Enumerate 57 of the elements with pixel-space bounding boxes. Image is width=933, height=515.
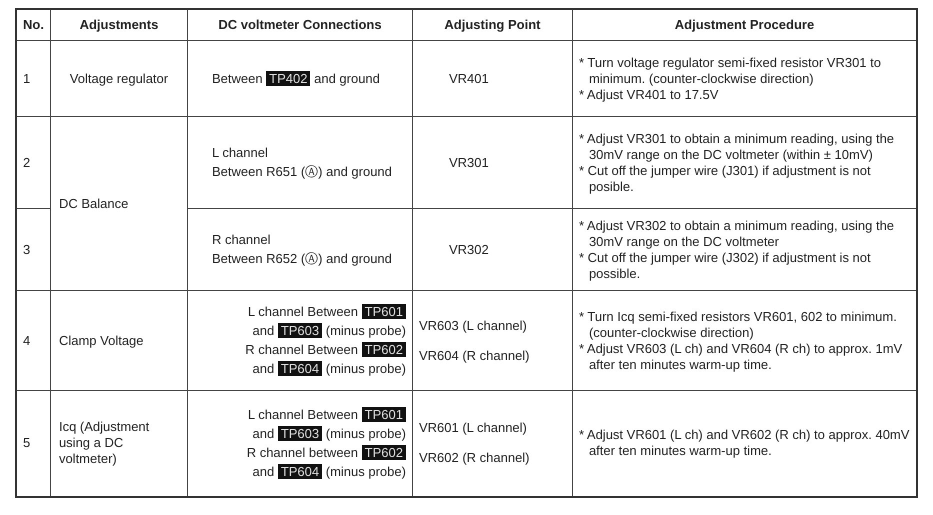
adjusting-point: VR301 [448, 154, 489, 170]
adjusting-point: VR302 [448, 242, 489, 256]
connection-text: L channel Between [248, 406, 358, 422]
procedure-step: * Adjust VR301 to obtain a minimum reading, using the 30mV range on the DC voltmeter (within ± 10mV) [578, 130, 910, 162]
procedure-step: * Turn voltage regulator semi-fixed resistor VR301 to minimum. (counter-clockwise direction) [578, 54, 910, 86]
connection-text: Between [212, 70, 263, 86]
connection-text: and ground [314, 70, 380, 86]
connection-text: R channel Between [245, 342, 358, 357]
adjusting-point: VR602 (R channel) [418, 450, 530, 466]
row-number: 3 [23, 242, 30, 256]
procedure-step: * Adjust VR401 to 17.5V [578, 86, 910, 102]
adjusting-point: VR401 [448, 70, 489, 86]
test-point-label: TP601 [362, 406, 406, 422]
row-number: 4 [23, 332, 30, 348]
column-header: DC voltmeter Connections [218, 17, 382, 32]
test-point-label: TP604 [278, 361, 322, 376]
connection-text: L channel [212, 145, 268, 160]
column-header: Adjustments [80, 17, 158, 32]
connection-text: and [252, 464, 274, 479]
connection-text: (minus probe) [326, 464, 406, 479]
row-number: 1 [23, 70, 30, 86]
connection-text: Between R651 (Ⓐ) and ground [212, 164, 392, 179]
adjusting-point: VR601 (L channel) [418, 420, 527, 436]
procedure-step: * Adjust VR302 to obtain a minimum reading, using the 30mV range on the DC voltmeter [578, 218, 910, 250]
test-point-label: TP602 [362, 444, 406, 460]
adjustment-name: Voltage regulator [70, 70, 168, 86]
procedure-step: * Cut off the jumper wire (J302) if adjustment is not possible. [578, 250, 910, 282]
connection-text: L channel Between [248, 304, 358, 319]
connection-text: and [252, 426, 274, 441]
adjustment-name: Clamp Voltage [58, 332, 144, 348]
column-header: No. [23, 17, 44, 32]
procedure-step: * Turn Icq semi-fixed resistors VR601, 602 to minimum. (counter-clockwise direction) [578, 308, 910, 340]
column-header: Adjusting Point [444, 17, 540, 32]
column-header: Adjustment Procedure [674, 17, 814, 32]
test-point-label: TP602 [362, 342, 406, 357]
test-point-label: TP603 [278, 323, 322, 338]
row-number: 5 [23, 435, 30, 450]
connection-text: and [252, 323, 274, 338]
adjustment-name: DC Balance [58, 196, 128, 210]
connection-text: (minus probe) [326, 426, 406, 441]
procedure-step: * Adjust VR601 (L ch) and VR602 (R ch) to approx. 40mV after ten minutes warm-up time. [578, 427, 910, 460]
connection-text: Between R652 (Ⓐ) and ground [212, 251, 392, 266]
test-point-label: TP603 [278, 426, 322, 441]
adjusting-point: VR604 (R channel) [418, 348, 530, 362]
test-point-label: TP604 [278, 464, 322, 479]
connection-text: and [252, 361, 274, 376]
procedure-step: * Cut off the jumper wire (J301) if adjustment is not posible. [578, 162, 910, 194]
test-point-label: TP601 [362, 304, 406, 319]
adjusting-point: VR603 (L channel) [418, 318, 527, 332]
adjustment-name: Icq (Adjustment using a DC voltmeter) [58, 419, 150, 466]
connection-text: R channel [212, 232, 270, 247]
connection-text: R channel between [246, 444, 358, 460]
connection-text: (minus probe) [326, 323, 406, 338]
connection-text: (minus probe) [326, 361, 406, 376]
row-number: 2 [23, 154, 30, 170]
procedure-step: * Adjust VR603 (L ch) and VR604 (R ch) to approx. 1mV after ten minutes warm-up time. [578, 340, 910, 372]
test-point-label: TP402 [266, 70, 310, 86]
